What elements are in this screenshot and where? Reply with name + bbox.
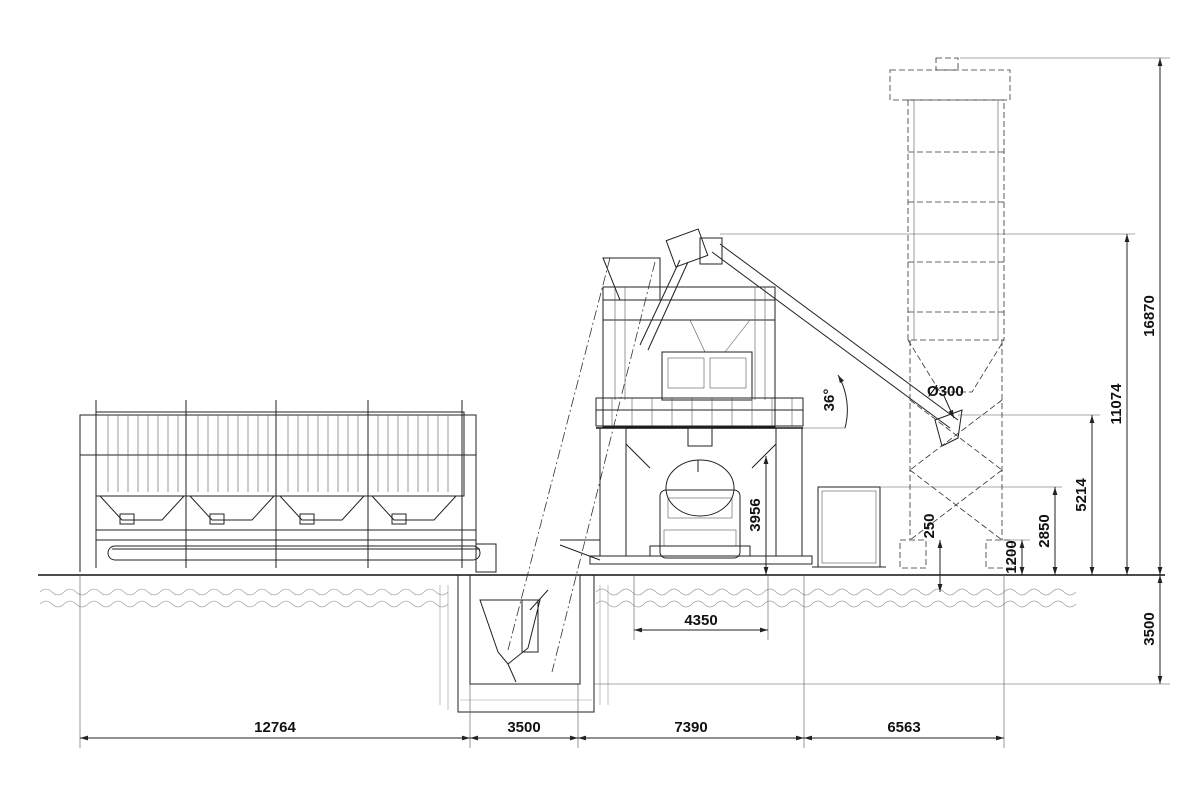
control-cabin bbox=[812, 486, 886, 568]
mixer-truck bbox=[649, 459, 751, 559]
aggregate-bins bbox=[79, 400, 497, 573]
inclined-conveyor bbox=[507, 257, 656, 673]
dim-truck-clearance-height: 3956 bbox=[747, 498, 764, 531]
dim-screw-gap: 250 bbox=[921, 513, 938, 538]
dim-screw-top-height: 11074 bbox=[1108, 383, 1125, 425]
cement-silo bbox=[889, 57, 1013, 569]
dim-silo-section-length: 6563 bbox=[887, 719, 920, 736]
dim-truck-clearance-width: 4350 bbox=[684, 612, 717, 629]
dim-screw-conveyor-angle: 36° bbox=[821, 389, 838, 412]
mixer-tower bbox=[589, 257, 813, 565]
dim-screw-outlet-height: 5214 bbox=[1073, 478, 1090, 512]
horizontal-dimensions bbox=[79, 575, 1005, 748]
vertical-dimensions bbox=[594, 57, 1170, 685]
skip-hopper bbox=[479, 589, 549, 683]
dim-pit-depth: 3500 bbox=[1141, 612, 1158, 645]
dim-mixer-section-length: 7390 bbox=[674, 719, 707, 736]
soil-hatching bbox=[39, 588, 1077, 608]
dim-aggregate-bin-length: 12764 bbox=[254, 719, 296, 736]
dim-screw-conveyor-diameter: Ø300 bbox=[927, 383, 964, 400]
dim-silo-leg-height: 2850 bbox=[1036, 514, 1053, 547]
dim-pit-width: 3500 bbox=[507, 719, 540, 736]
dim-silo-total-height: 16870 bbox=[1141, 295, 1158, 337]
hopper-pit bbox=[439, 575, 609, 713]
dim-cement-scale-height: 1200 bbox=[1003, 540, 1020, 573]
